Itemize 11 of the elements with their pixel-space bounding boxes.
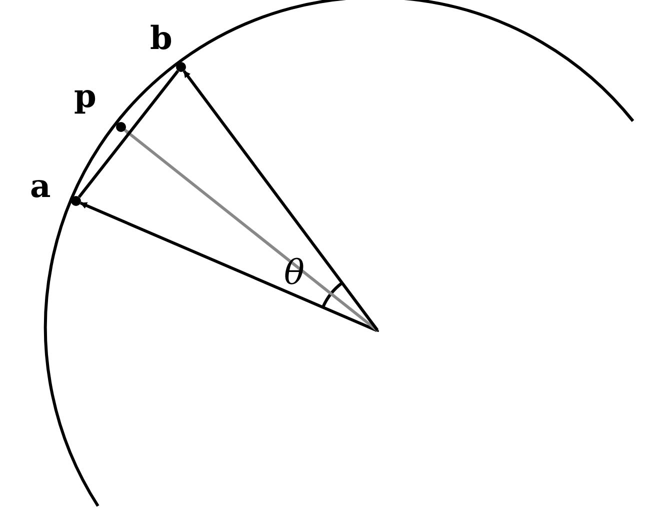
- vector-arrow: [124, 128, 378, 332]
- vector-arrow: [182, 70, 379, 332]
- point-dot: [71, 196, 81, 206]
- point-label: a: [30, 170, 51, 202]
- vector-arrow: [80, 202, 378, 332]
- point-dot: [176, 62, 186, 72]
- chord-line: [78, 70, 180, 198]
- point-dot: [116, 122, 126, 132]
- angle-label: θ: [284, 256, 304, 290]
- point-label: b: [150, 22, 172, 54]
- point-label: p: [74, 80, 96, 112]
